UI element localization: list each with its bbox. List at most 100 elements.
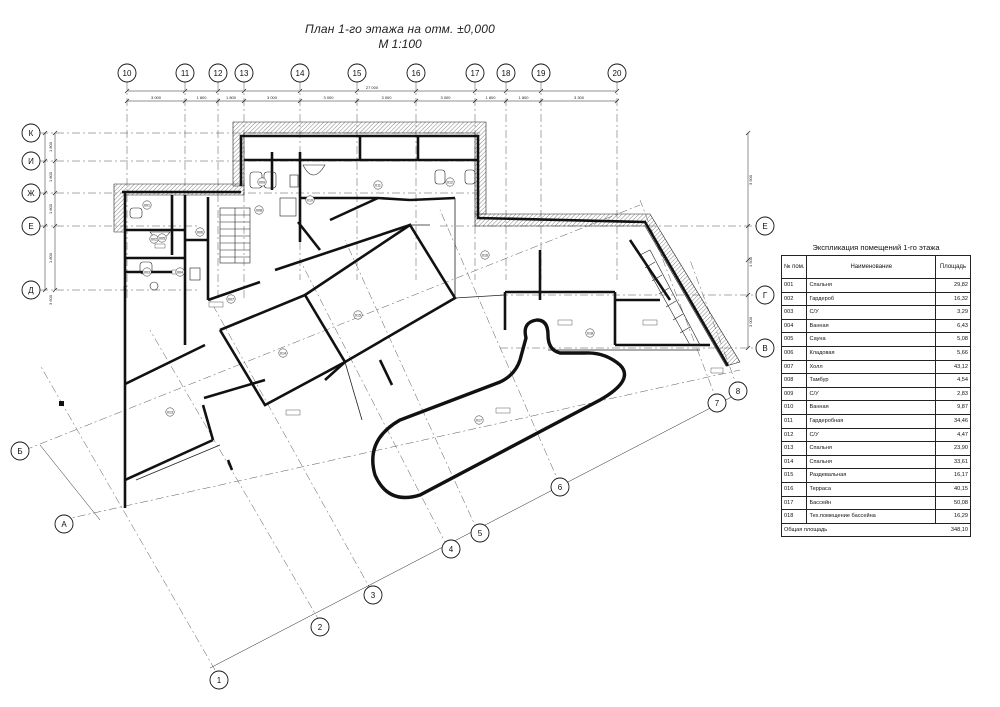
room-label-012: 012 bbox=[445, 177, 455, 187]
room-label-text: 010 bbox=[307, 198, 313, 202]
header-area: Площадь bbox=[935, 255, 971, 279]
explication-cell-num: 014 bbox=[780, 454, 808, 470]
drawing-title: План 1-го этажа на отм. ±0,000 М 1:100 bbox=[300, 22, 500, 51]
axis-circle bbox=[363, 585, 383, 605]
explication-cell-name: Ванная bbox=[806, 400, 936, 415]
axis-circle bbox=[117, 63, 137, 83]
explication-cell-area: 50,08 bbox=[935, 495, 971, 511]
dimension-segment-left: 1 800 bbox=[48, 171, 53, 182]
axis-marker-top-16: 16 bbox=[406, 63, 426, 83]
room-label-text: 001 bbox=[144, 203, 150, 207]
axis-circle bbox=[406, 63, 426, 83]
axis-marker-left-Е: Е bbox=[21, 216, 41, 236]
axis-circle bbox=[465, 63, 485, 83]
axis-circle bbox=[234, 63, 254, 83]
explication-cell-name: Спальня bbox=[806, 278, 936, 293]
axis-circle bbox=[728, 381, 748, 401]
axis-circle bbox=[310, 617, 330, 637]
header-name: Наименование bbox=[806, 255, 936, 279]
axis-label: 2 bbox=[318, 623, 323, 632]
room-label-008: 008 bbox=[254, 205, 264, 215]
total-label: Общая площадь bbox=[781, 522, 936, 538]
room-label-circle bbox=[142, 200, 152, 210]
axis-marker-diag-А: А bbox=[54, 514, 74, 534]
explication-cell-area: 5,08 bbox=[935, 332, 971, 347]
explication-cell-area: 6,43 bbox=[935, 318, 971, 334]
explication-cell-num: 018 bbox=[780, 509, 808, 524]
axis-marker-top-10: 10 bbox=[117, 63, 137, 83]
room-label-003: 003 bbox=[142, 267, 152, 277]
axis-circle bbox=[755, 216, 775, 236]
axis-label: И bbox=[28, 157, 34, 166]
axis-marker-left-Д: Д bbox=[21, 280, 41, 300]
axis-label: 14 bbox=[296, 69, 305, 78]
explication-cell-name: Бассейн bbox=[806, 495, 936, 511]
dimension-segment: 1 800 bbox=[485, 95, 496, 100]
wall-hatch-right bbox=[474, 213, 741, 367]
explication-cell-area: 23,90 bbox=[935, 441, 971, 456]
dimension-segment: 3 000 bbox=[267, 95, 278, 100]
axis-label: Ж bbox=[27, 189, 35, 198]
room-label-007: 007 bbox=[226, 294, 236, 304]
explication-cell-area: 5,66 bbox=[935, 345, 971, 361]
axis-marker-diag-8: 8 bbox=[728, 381, 748, 401]
room-label-014: 014 bbox=[278, 348, 288, 358]
room-label-text: 009 bbox=[259, 180, 265, 184]
room-label-text: 017 bbox=[476, 418, 482, 422]
axis-circle bbox=[470, 523, 490, 543]
axis-circle bbox=[209, 670, 229, 690]
room-label-010: 010 bbox=[305, 195, 315, 205]
axis-label: 5 bbox=[478, 529, 483, 538]
room-label-005: 005 bbox=[157, 233, 167, 243]
axis-marker-top-11: 11 bbox=[175, 63, 195, 83]
explication-cell-name: Тех.помещение бассейна bbox=[806, 509, 936, 524]
explication-cell-area: 40,15 bbox=[935, 481, 971, 497]
room-label-009: 009 bbox=[257, 177, 267, 187]
axis-marker-top-14: 14 bbox=[290, 63, 310, 83]
axis-marker-diag-4: 4 bbox=[441, 539, 461, 559]
room-label-circle bbox=[305, 195, 315, 205]
axis-marker-top-19: 19 bbox=[531, 63, 551, 83]
axis-marker-diag-3: 3 bbox=[363, 585, 383, 605]
dimension-segment-left: 1 800 bbox=[48, 203, 53, 214]
room-label-circle bbox=[257, 177, 267, 187]
dimension-segment: 3 000 bbox=[151, 95, 162, 100]
dimension-segment: 3 000 bbox=[440, 95, 451, 100]
explication-cell-num: 007 bbox=[780, 359, 808, 375]
room-label-015: 015 bbox=[353, 310, 363, 320]
axis-marker-diag-6: 6 bbox=[550, 477, 570, 497]
dimension-segment-right: 3 900 bbox=[748, 174, 753, 185]
explication-cell-name: Холл bbox=[806, 359, 936, 375]
room-label-text: 006 bbox=[197, 230, 203, 234]
room-label-002: 002 bbox=[149, 234, 159, 244]
axis-label: Д bbox=[28, 286, 34, 295]
axis-circle bbox=[10, 441, 30, 461]
explication-cell-name: С/У bbox=[806, 427, 936, 443]
axis-label: Г bbox=[763, 291, 768, 300]
room-label-text: 012 bbox=[447, 180, 453, 184]
dimension-segment: 1 800 bbox=[196, 95, 207, 100]
room-label-text: 011 bbox=[375, 183, 381, 187]
room-label-001: 001 bbox=[142, 200, 152, 210]
room-label-text: 002 bbox=[151, 237, 157, 241]
room-label-circle bbox=[353, 310, 363, 320]
axis-circle bbox=[755, 338, 775, 358]
axis-label: Е bbox=[762, 222, 767, 231]
axis-label: 6 bbox=[558, 483, 563, 492]
survey-marker bbox=[59, 401, 64, 406]
room-label-text: 008 bbox=[256, 208, 262, 212]
axis-marker-top-15: 15 bbox=[347, 63, 367, 83]
room-label-circle bbox=[585, 328, 595, 338]
